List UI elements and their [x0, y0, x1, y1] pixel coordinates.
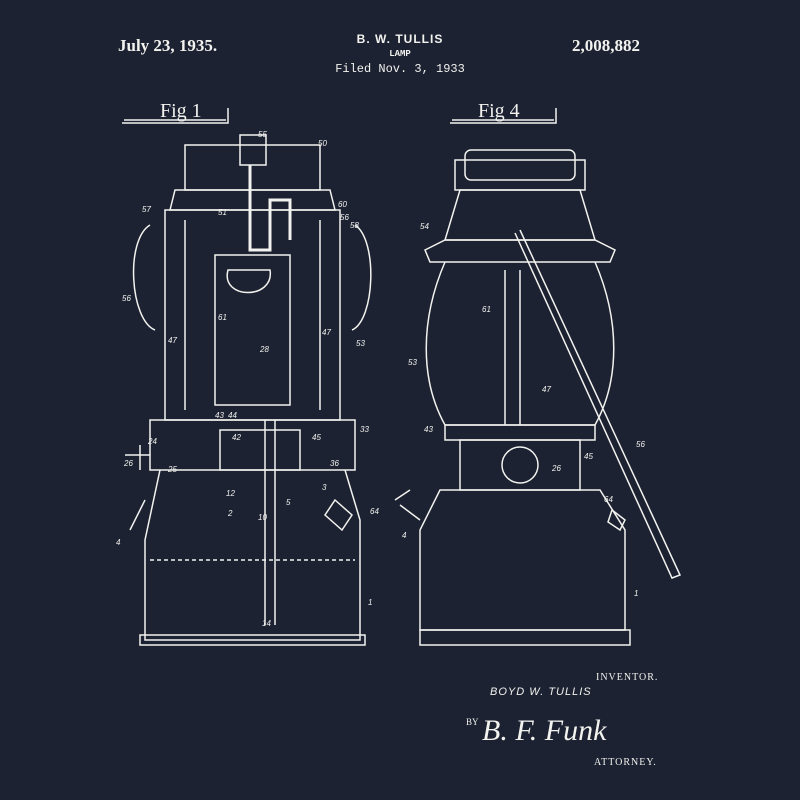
figure-underlines — [122, 108, 556, 123]
reference-number: 53 — [356, 339, 365, 348]
reference-number: 51 — [218, 208, 227, 217]
reference-number: 56 — [340, 213, 349, 222]
reference-number: 36 — [330, 459, 339, 468]
reference-number: 60 — [338, 200, 347, 209]
reference-number: 64 — [370, 507, 379, 516]
inventor-label: INVENTOR. — [596, 672, 658, 683]
reference-number: 4 — [116, 538, 121, 547]
reference-number: 56 — [636, 440, 645, 449]
reference-number: 28 — [259, 345, 269, 354]
reference-number: 14 — [262, 619, 271, 628]
reference-number: 45 — [312, 433, 321, 442]
reference-number: 1 — [634, 589, 638, 598]
reference-number: 58 — [350, 221, 359, 230]
reference-number: 24 — [147, 437, 157, 446]
inventor-name: BOYD W. TULLIS — [490, 686, 592, 698]
reference-number: 45 — [584, 452, 593, 461]
reference-number: 61 — [218, 313, 227, 322]
attorney-label: ATTORNEY. — [594, 757, 657, 768]
reference-number: 2 — [227, 509, 233, 518]
reference-number: 5 — [286, 498, 291, 507]
attorney-signature: B. F. Funk — [482, 714, 606, 748]
reference-number: 10 — [258, 513, 267, 522]
reference-number: 42 — [232, 433, 241, 442]
reference-number: 43 — [215, 411, 224, 420]
reference-number: 26 — [123, 459, 133, 468]
reference-number: 26 — [551, 464, 561, 473]
reference-number: 4 — [402, 531, 407, 540]
reference-number: 61 — [482, 305, 491, 314]
reference-number: 44 — [228, 411, 237, 420]
reference-number: 55 — [258, 130, 267, 139]
reference-number: 54 — [420, 222, 429, 231]
reference-number: 64 — [604, 495, 613, 504]
reference-number: 33 — [360, 425, 369, 434]
figure-4-lamp-exterior — [395, 150, 680, 645]
reference-number: 53 — [408, 358, 417, 367]
by-label: BY — [466, 717, 479, 727]
reference-number: 12 — [226, 489, 235, 498]
reference-number: 57 — [142, 205, 151, 214]
reference-number: 50 — [318, 139, 327, 148]
reference-number: 25 — [167, 465, 177, 474]
reference-number: 3 — [322, 483, 327, 492]
reference-number: 43 — [424, 425, 433, 434]
reference-number: 47 — [168, 336, 177, 345]
reference-number: 1 — [368, 598, 372, 607]
reference-number: 47 — [322, 328, 331, 337]
reference-number: 56 — [122, 294, 131, 303]
figure-1-cutaway-lamp — [125, 135, 371, 645]
reference-number: 47 — [542, 385, 551, 394]
